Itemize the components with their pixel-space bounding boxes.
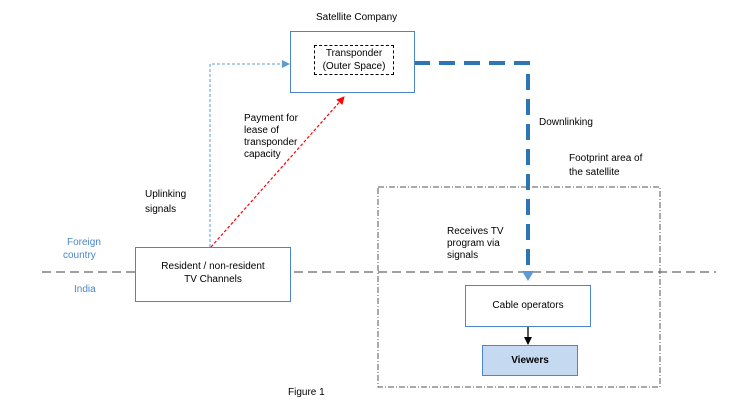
satellite-company-label: Satellite Company xyxy=(316,12,398,23)
uplinking-label-line2: signals xyxy=(145,204,177,215)
downlink-path xyxy=(414,61,530,270)
tv-channels-box: Resident / non-resident TV Channels xyxy=(135,247,291,302)
foreign-country-label-line1: Foreign xyxy=(67,237,101,248)
receives-label-line1: Receives TV xyxy=(447,226,504,237)
satellite-company-box: Transponder (Outer Space) xyxy=(290,31,415,93)
tv-channels-label: Resident / non-resident xyxy=(161,261,265,272)
viewers-label: Viewers xyxy=(511,355,549,366)
payment-label-line1: Payment for xyxy=(244,113,298,124)
uplink-arrow xyxy=(209,60,290,247)
footprint-label-line1: Footprint area of xyxy=(569,153,643,164)
receives-label-line3: signals xyxy=(447,250,479,261)
uplinking-label-line1: Uplinking xyxy=(145,189,187,200)
payment-label-line4: capacity xyxy=(244,149,281,160)
figure-caption: Figure 1 xyxy=(288,387,325,398)
foreign-country-label-line2: country xyxy=(63,250,96,261)
payment-arrow xyxy=(210,96,345,248)
footprint-area xyxy=(377,186,661,388)
tv-channels-sublabel: TV Channels xyxy=(184,274,242,285)
payment-label-line2: lease of xyxy=(244,125,280,136)
transponder-label: Transponder xyxy=(325,48,383,59)
downlink-arrowhead xyxy=(522,271,534,281)
receives-label-line2: program via xyxy=(447,238,500,249)
downlinking-label: Downlinking xyxy=(539,117,593,128)
transponder-sublabel: (Outer Space) xyxy=(322,61,386,72)
cable-operators-box: Cable operators xyxy=(465,285,591,327)
viewers-box: Viewers xyxy=(482,345,578,376)
cable-operators-label: Cable operators xyxy=(492,300,564,311)
payment-label-line3: transponder xyxy=(244,137,298,148)
footprint-label-line2: the satellite xyxy=(569,167,620,178)
india-label: India xyxy=(74,284,96,295)
transponder-box: Transponder (Outer Space) xyxy=(314,45,394,75)
